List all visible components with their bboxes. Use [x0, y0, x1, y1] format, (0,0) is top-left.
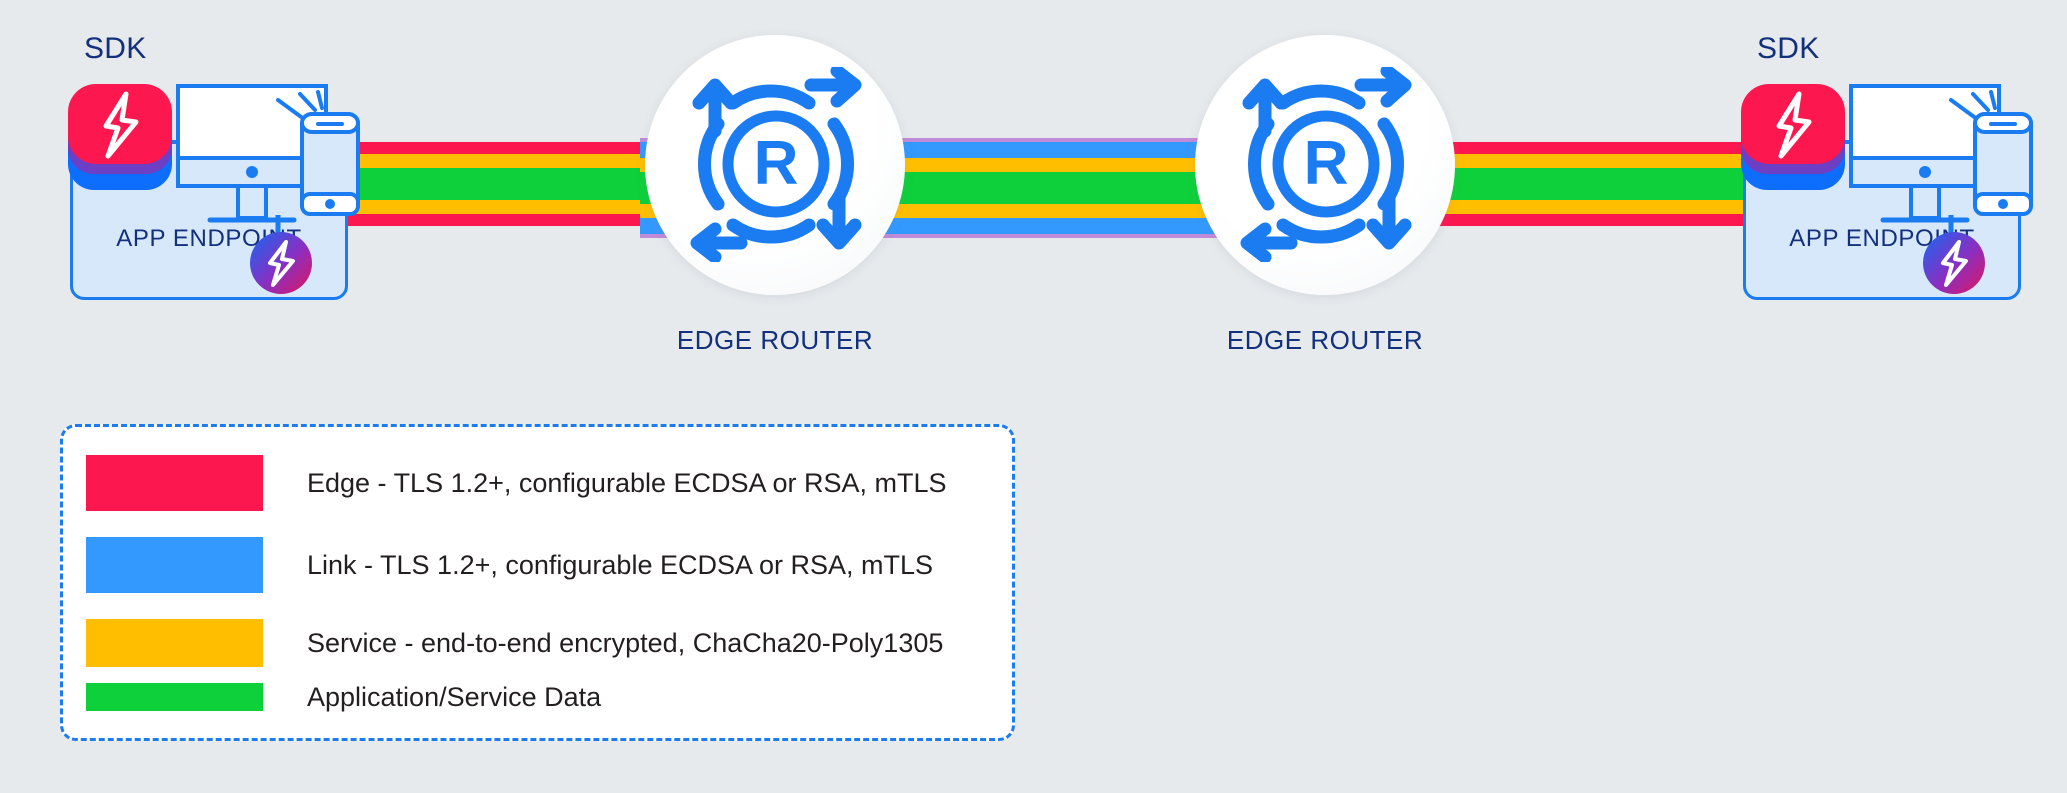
router-icon: R — [1240, 67, 1412, 262]
legend-item-edge: Edge - TLS 1.2+, configurable ECDSA or R… — [86, 455, 947, 511]
router-left-label: EDGE ROUTER — [676, 325, 874, 355]
legend-item-service: Service - end-to-end encrypted, ChaCha20… — [86, 619, 943, 667]
arrow-down-left — [690, 222, 748, 262]
legend-swatch-edge — [86, 455, 263, 511]
ziti-bolt-badge-icon — [1923, 232, 1985, 294]
band-fabric-outline-top — [640, 138, 1420, 142]
ziti-bolt-badge-icon — [250, 232, 312, 294]
band-service-top — [1380, 154, 1780, 168]
band-service-top — [340, 154, 700, 168]
sdk-layer-top — [1741, 84, 1845, 164]
router-right-label: EDGE ROUTER — [1226, 325, 1424, 355]
legend-swatch-link — [86, 537, 263, 593]
band-service-bottom — [1380, 200, 1780, 214]
arrow-up-right — [804, 67, 862, 108]
endpoint-left-sdk-label: SDK — [84, 32, 147, 65]
sdk-bolt-glyph — [103, 91, 139, 159]
router-left: R EDGE ROUTER — [645, 35, 925, 355]
router-right: R EDGE ROUTER — [1195, 35, 1475, 355]
arrow-down-right — [816, 190, 862, 250]
router-icon: R — [690, 67, 862, 262]
arrow-down-right — [1366, 190, 1412, 250]
endpoint-right-devices — [1849, 84, 2033, 223]
band-edge-top — [340, 142, 700, 154]
mobile-phone-icon — [300, 112, 360, 216]
arrow-down-left — [1240, 222, 1298, 262]
legend-swatch-data — [86, 683, 263, 711]
router-left-circle — [645, 35, 905, 295]
arrow-up-left — [1242, 78, 1288, 138]
legend-label-link: Link - TLS 1.2+, configurable ECDSA or R… — [307, 549, 934, 580]
sdk-stack-icon — [1741, 84, 1845, 190]
endpoint-left: APP ENDPOINT — [60, 30, 400, 300]
endpoint-right: APP ENDPOINT — [1733, 30, 2067, 300]
legend-item-link: Link - TLS 1.2+, configurable ECDSA or R… — [86, 537, 933, 593]
arrow-up-left — [692, 78, 738, 138]
band-edge-bottom — [340, 214, 700, 226]
legend-item-data: Application/Service Data — [86, 683, 601, 711]
sdk-layer-top — [68, 84, 172, 164]
router-letter-r: R — [754, 129, 799, 198]
arrow-up-right — [1354, 67, 1412, 108]
sdk-stack-icon — [68, 84, 172, 190]
band-edge-bottom — [1380, 214, 1780, 226]
mobile-phone-icon — [1973, 112, 2033, 216]
sdk-bolt-glyph — [1776, 91, 1812, 159]
legend-label-data: Application/Service Data — [307, 681, 602, 712]
legend-panel: Edge - TLS 1.2+, configurable ECDSA or R… — [60, 424, 1015, 741]
endpoint-right-sdk-label: SDK — [1757, 32, 1820, 65]
legend-label-edge: Edge - TLS 1.2+, configurable ECDSA or R… — [307, 467, 947, 498]
legend-label-service: Service - end-to-end encrypted, ChaCha20… — [307, 627, 944, 658]
endpoint-left-devices — [176, 84, 360, 223]
router-right-circle — [1195, 35, 1455, 295]
legend-swatch-service — [86, 619, 263, 667]
band-service-bottom — [340, 200, 700, 214]
segment-edge-right — [1380, 142, 1780, 226]
band-fabric-outline-bottom — [640, 234, 1420, 238]
band-edge-top — [1380, 142, 1780, 154]
router-letter-r: R — [1304, 129, 1349, 198]
